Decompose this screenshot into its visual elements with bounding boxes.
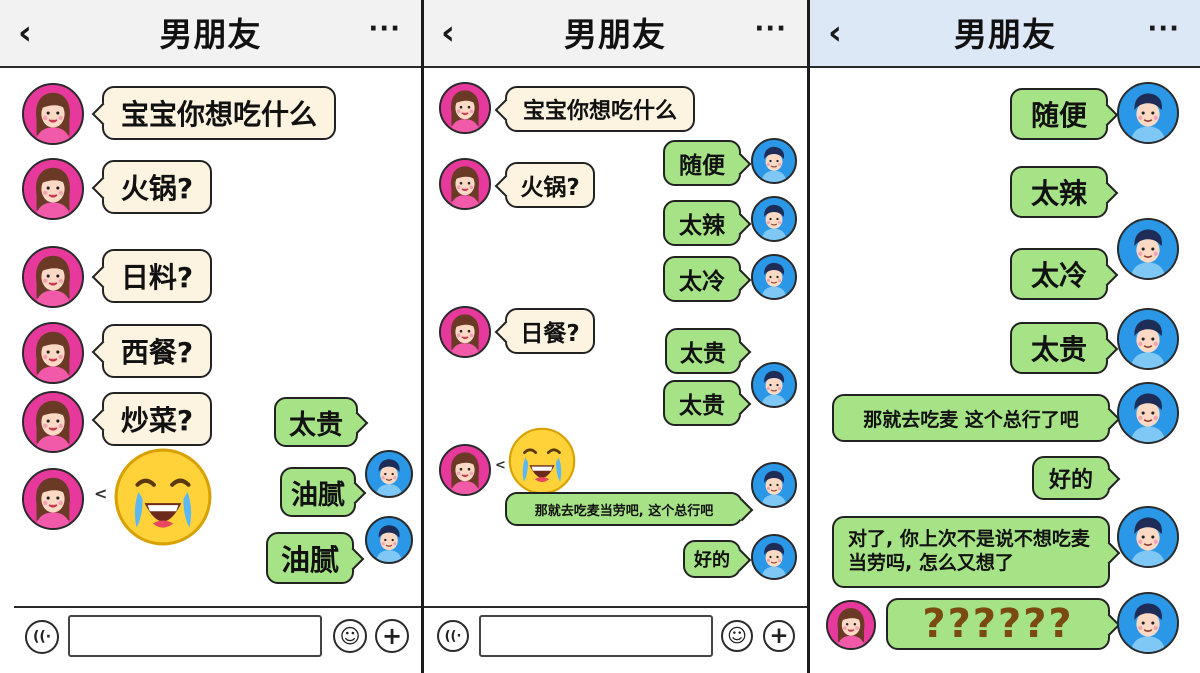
message-input[interactable] <box>479 615 713 657</box>
boy-avatar[interactable] <box>365 450 413 498</box>
message-bubble[interactable]: 日料? <box>102 249 212 303</box>
boy-avatar[interactable] <box>1117 218 1179 280</box>
back-chevron-icon[interactable]: ‹ <box>18 13 33 53</box>
question-marks: ?????? <box>922 601 1074 647</box>
chat-panel-3: ‹ 男朋友 ··· 随便 太辣 太冷 太贵 那就去吃麦 这个总行了吧 好的 对了… <box>810 0 1200 673</box>
chat-header: ‹ 男朋友 ··· <box>810 0 1200 68</box>
message-bubble[interactable]: 对了, 你上次不是说不想吃麦当劳吗, 怎么又想了 <box>832 516 1110 588</box>
girl-avatar[interactable] <box>22 83 84 145</box>
girl-avatar[interactable] <box>439 82 491 134</box>
chat-panel-1: ‹ 男朋友 ··· 宝宝你想吃什么 火锅? 日料? 西餐? 炒菜? < 太贵 油… <box>0 0 421 673</box>
boy-avatar[interactable] <box>1117 506 1179 568</box>
chat-title: 男朋友 <box>159 15 262 54</box>
message-bubble[interactable]: 宝宝你想吃什么 <box>505 86 695 132</box>
reply-caret: < <box>495 458 506 473</box>
boy-avatar[interactable] <box>751 462 797 508</box>
message-bubble[interactable]: 宝宝你想吃什么 <box>102 86 336 140</box>
smile-icon[interactable]: ☺ <box>721 620 753 652</box>
boy-avatar[interactable] <box>365 516 413 564</box>
girl-avatar[interactable] <box>439 306 491 358</box>
message-bubble[interactable]: 好的 <box>1032 456 1110 500</box>
more-options-icon[interactable]: ··· <box>368 14 401 44</box>
boy-avatar[interactable] <box>751 534 797 580</box>
boy-avatar[interactable] <box>1117 592 1179 654</box>
message-bubble[interactable]: 太贵 <box>1010 322 1108 374</box>
plus-icon[interactable]: + <box>763 620 795 652</box>
boy-avatar[interactable] <box>751 362 797 408</box>
chat-header: ‹ 男朋友 ··· <box>0 0 421 68</box>
message-bubble[interactable]: 好的 <box>683 540 741 578</box>
girl-avatar[interactable] <box>826 600 876 650</box>
message-bubble[interactable]: 随便 <box>663 140 741 186</box>
panel-divider <box>421 0 424 673</box>
message-bubble[interactable]: 太辣 <box>663 200 741 246</box>
boy-avatar[interactable] <box>751 254 797 300</box>
message-bubble[interactable]: 太贵 <box>663 380 741 426</box>
boy-avatar[interactable] <box>751 196 797 242</box>
message-bubble[interactable]: 太贵 <box>665 328 741 374</box>
message-bubble[interactable]: 油腻 <box>266 532 354 584</box>
girl-avatar[interactable] <box>22 158 84 220</box>
input-bar-divider <box>14 606 421 608</box>
crying-laughing-emoji-icon <box>112 446 214 548</box>
girl-avatar[interactable] <box>22 468 84 530</box>
message-bubble[interactable]: 西餐? <box>102 324 212 378</box>
message-bubble[interactable]: 随便 <box>1010 88 1108 140</box>
girl-avatar[interactable] <box>22 322 84 384</box>
crying-laughing-emoji-icon <box>507 426 577 496</box>
boy-avatar[interactable] <box>751 138 797 184</box>
boy-avatar[interactable] <box>1117 382 1179 444</box>
chat-header: ‹ 男朋友 ··· <box>423 0 807 68</box>
message-input[interactable] <box>68 615 322 657</box>
smile-icon[interactable]: ☺ <box>333 619 367 653</box>
chat-title: 男朋友 <box>564 15 666 54</box>
message-bubble[interactable]: 火锅? <box>102 160 212 214</box>
panel-divider <box>807 0 810 673</box>
voice-icon[interactable]: ((· <box>437 620 469 652</box>
more-options-icon[interactable]: ··· <box>754 14 787 44</box>
voice-icon[interactable]: ((· <box>25 620 59 654</box>
more-options-icon[interactable]: ··· <box>1147 14 1180 44</box>
message-bubble[interactable]: 火锅? <box>505 162 595 208</box>
back-chevron-icon[interactable]: ‹ <box>828 13 843 53</box>
chat-panel-2: ‹ 男朋友 ··· 宝宝你想吃什么 随便 火锅? 太辣 太冷 日餐? 太贵 太贵… <box>423 0 807 673</box>
message-bubble[interactable]: 炒菜? <box>102 392 212 446</box>
message-bubble[interactable]: 日餐? <box>505 308 595 354</box>
message-bubble[interactable]: 太贵 <box>274 397 358 447</box>
message-bubble[interactable]: 太冷 <box>663 256 741 302</box>
message-bubble[interactable]: 那就去吃麦 这个总行了吧 <box>832 394 1110 442</box>
message-bubble[interactable]: 那就去吃麦当劳吧, 这个总行吧 <box>505 492 743 526</box>
girl-avatar[interactable] <box>22 246 84 308</box>
back-chevron-icon[interactable]: ‹ <box>441 13 456 53</box>
chat-title: 男朋友 <box>954 15 1056 54</box>
question-marks-bubble[interactable]: ?????? <box>886 598 1110 650</box>
girl-avatar[interactable] <box>439 158 491 210</box>
message-bubble[interactable]: 太冷 <box>1010 248 1108 300</box>
input-bar-divider <box>423 606 807 608</box>
boy-avatar[interactable] <box>1117 82 1179 144</box>
message-bubble[interactable]: 油腻 <box>280 467 356 517</box>
girl-avatar[interactable] <box>22 391 84 453</box>
girl-avatar[interactable] <box>439 444 491 496</box>
message-bubble[interactable]: 太辣 <box>1010 166 1108 218</box>
boy-avatar[interactable] <box>1117 308 1179 370</box>
plus-icon[interactable]: + <box>375 619 409 653</box>
reply-caret: < <box>94 484 108 503</box>
